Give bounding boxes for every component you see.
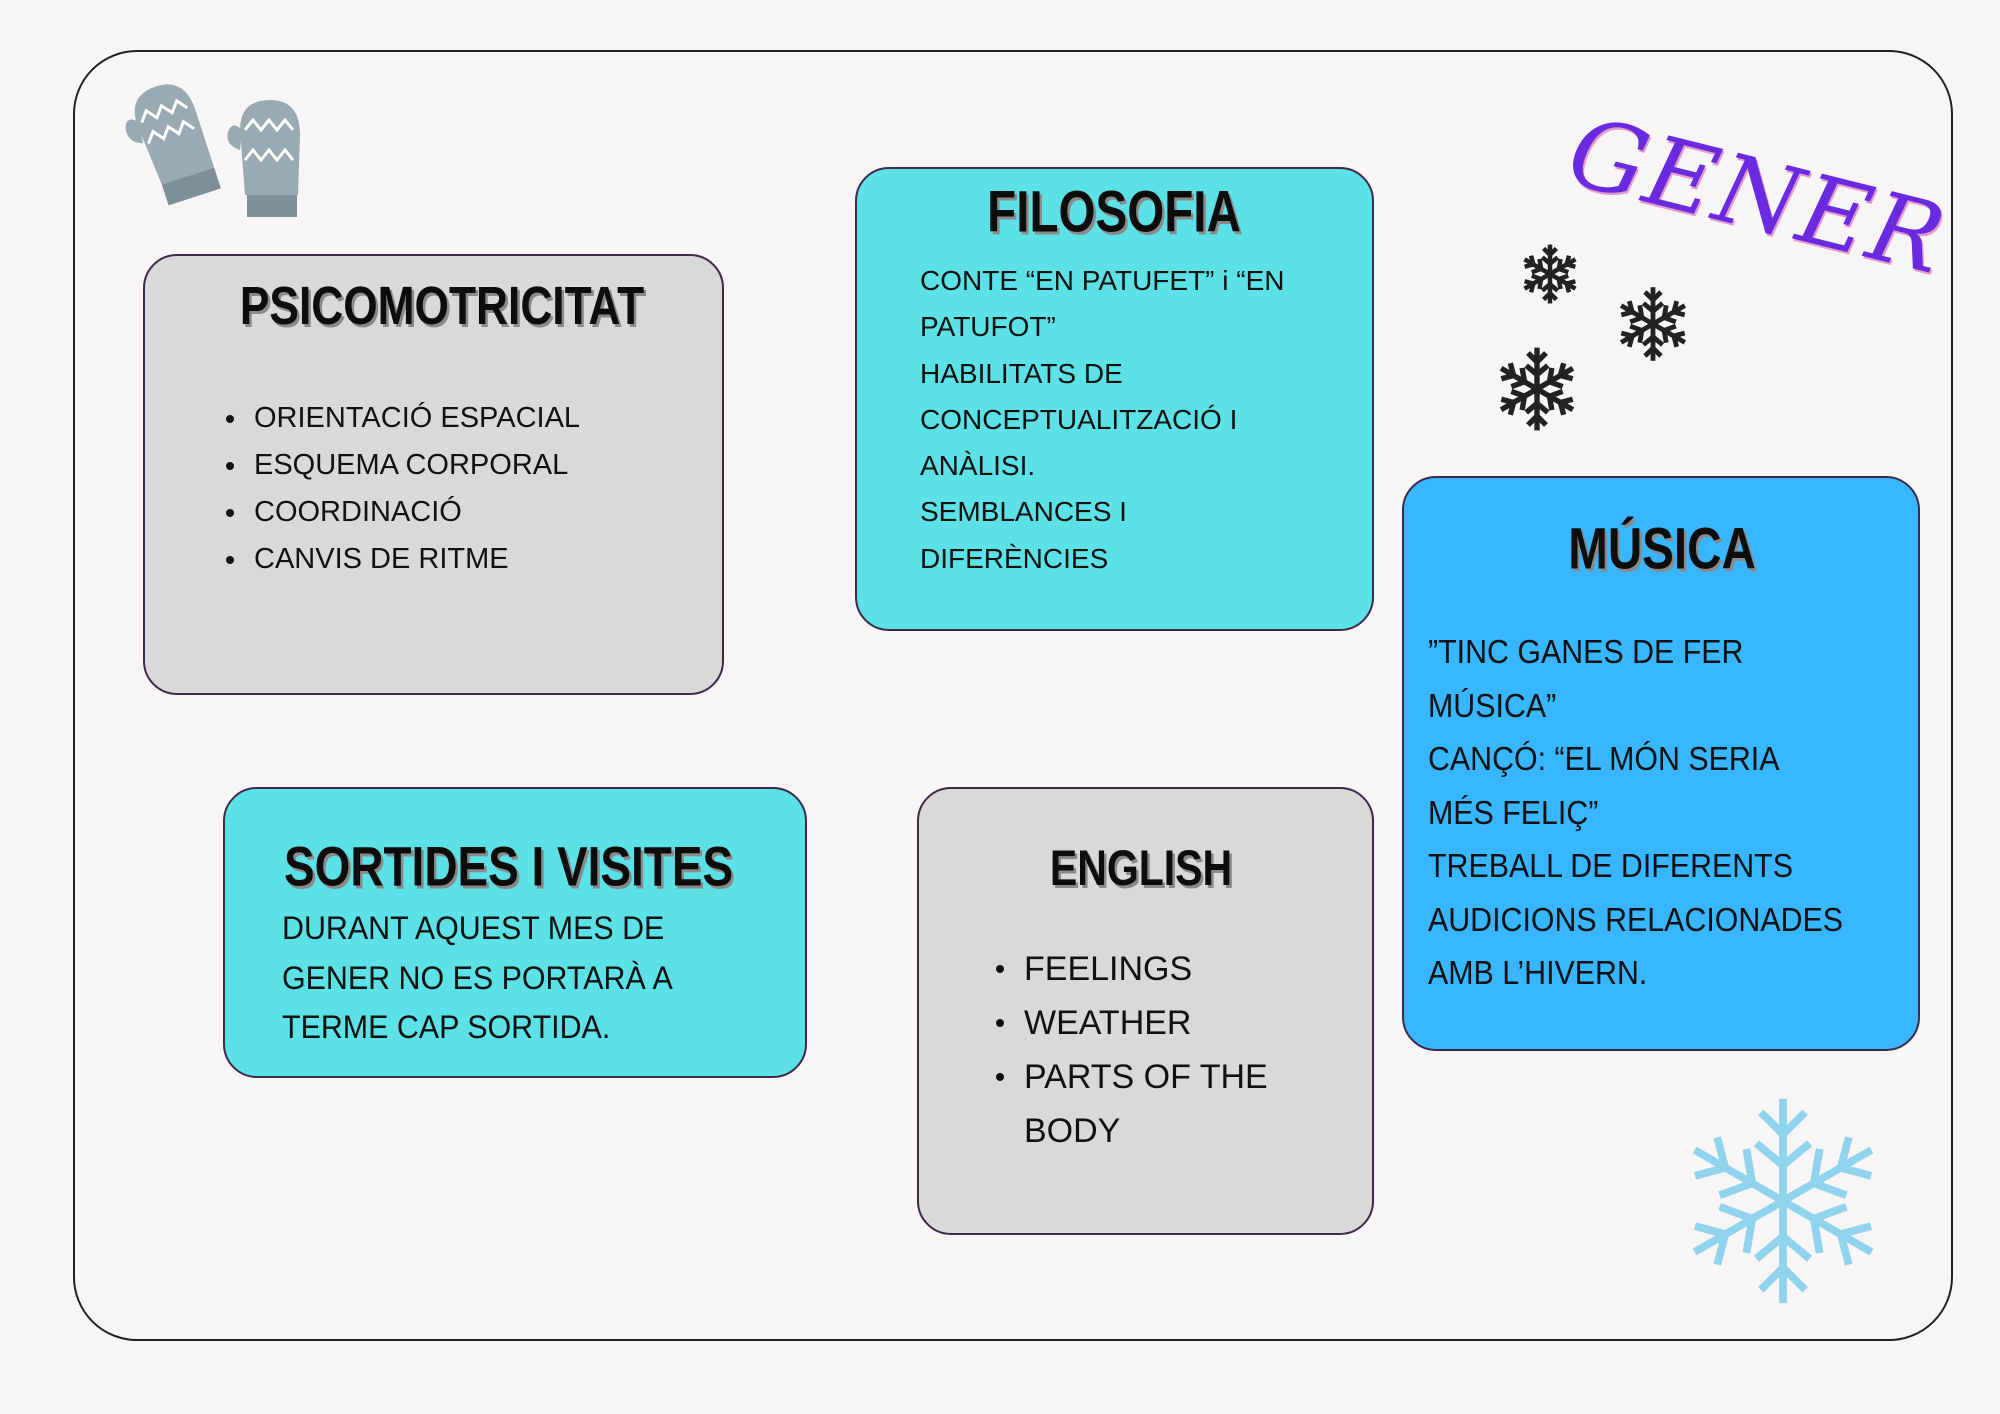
- list-item: CANVIS DE RITME: [226, 536, 580, 583]
- list-item: COORDINACIÓ: [226, 489, 580, 536]
- text-line: DURANT AQUEST MES DE: [282, 910, 665, 946]
- card-filosofia: [855, 167, 1374, 631]
- card-title: SORTIDES I VISITES: [284, 834, 734, 898]
- text-line: HABILITATS DE: [920, 357, 1123, 389]
- text-line: CONTE “EN PATUFET” i “EN: [920, 265, 1285, 296]
- text-line: ”TINC GANES DE FER: [1428, 633, 1744, 670]
- card-title: ENGLISH: [1049, 840, 1233, 896]
- english-list: FEELINGS WEATHER PARTS OF THE BODY: [996, 942, 1268, 1158]
- list-item: WEATHER: [996, 996, 1268, 1050]
- card-title: MÚSICA: [1568, 516, 1756, 582]
- snowflake-icon: [1518, 242, 1582, 306]
- large-snowflake-icon: [1672, 1090, 1894, 1312]
- text-line: AMB L’HIVERN.: [1428, 954, 1648, 991]
- text-line: CONCEPTUALITZACIÓ I: [920, 403, 1238, 435]
- text-line: SEMBLANCES I: [920, 496, 1127, 528]
- mittens-icon: [125, 84, 300, 217]
- list-item: ESQUEMA CORPORAL: [226, 442, 580, 489]
- list-item: BODY: [1024, 1112, 1121, 1150]
- card-title: FILOSOFIA: [987, 179, 1241, 245]
- text-line: MÉS FELIÇ”: [1428, 793, 1599, 831]
- text-line: TERME CAP SORTIDA.: [282, 1009, 611, 1045]
- text-line: ANÀLISI.: [920, 450, 1036, 482]
- filosofia-text: CONTE “EN PATUFET” i “EN PATUFOT” HABILI…: [920, 258, 1285, 582]
- sortides-text: DURANT AQUEST MES DE GENER NO ES PORTARÀ…: [282, 904, 673, 1053]
- psicomotricitat-list: ORIENTACIÓ ESPACIAL ESQUEMA CORPORAL COO…: [226, 395, 580, 583]
- text-line: PATUFOT”: [920, 311, 1056, 343]
- text-line: CANÇÓ: “EL MÓN SERIA: [1428, 740, 1780, 777]
- list-item: PARTS OF THE: [996, 1050, 1268, 1104]
- card-title: PSICOMOTRICITAT: [239, 276, 645, 336]
- list-item: ORIENTACIÓ ESPACIAL: [226, 395, 580, 442]
- card-english: [917, 787, 1374, 1235]
- snowflake-icon: [1492, 344, 1582, 434]
- text-line: DIFERÈNCIES: [920, 542, 1109, 574]
- text-line: MÚSICA”: [1428, 686, 1557, 724]
- text-line: AUDICIONS RELACIONADES: [1428, 900, 1844, 938]
- text-line: TREBALL DE DIFERENTS: [1428, 847, 1793, 884]
- musica-text: ”TINC GANES DE FER MÚSICA” CANÇÓ: “EL MÓ…: [1428, 625, 1843, 1000]
- snowflake-icon: [1613, 284, 1693, 364]
- text-line: GENER NO ES PORTARÀ A: [282, 959, 673, 996]
- page-frame: [73, 50, 1953, 1341]
- card-psicomotricitat: [143, 254, 724, 695]
- card-sortides: [223, 787, 807, 1078]
- list-item: FEELINGS: [996, 942, 1268, 996]
- card-musica: [1402, 476, 1920, 1051]
